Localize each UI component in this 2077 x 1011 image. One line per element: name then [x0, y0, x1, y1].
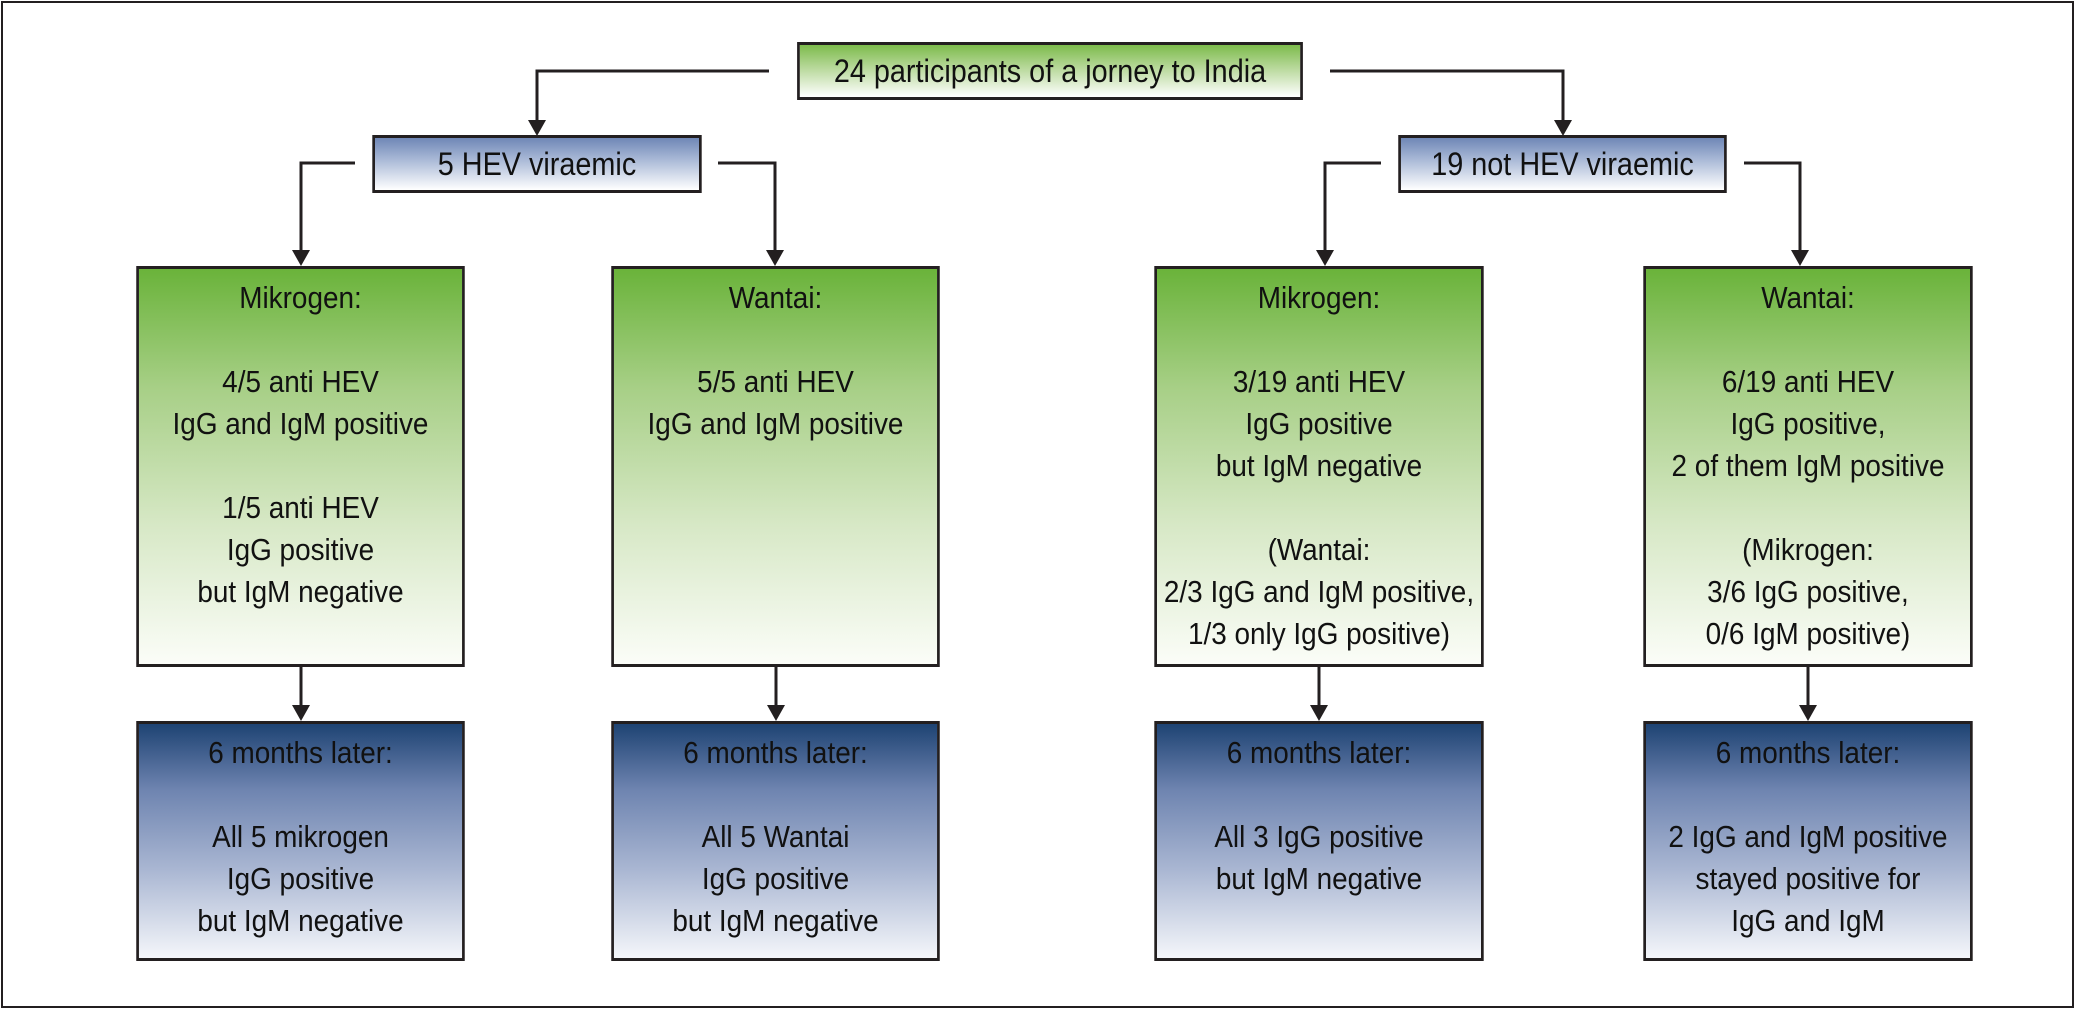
box-text-gap: [614, 319, 937, 361]
group-label: 5 HEV viraemic: [437, 146, 637, 182]
box-text-line: 2/3 IgG and IgM positive,: [1163, 574, 1475, 609]
box-text-line: IgG positive: [701, 861, 850, 896]
box-text-line: 6 months later:: [1715, 735, 1901, 770]
box-text-line: All 5 mikrogen: [212, 819, 389, 854]
box-text-gap: [1157, 774, 1481, 816]
box-text-line: 6 months later:: [683, 735, 868, 770]
box-text-line: Mikrogen:: [239, 280, 362, 315]
followup-box-not-viraemic-mikrogen: 6 months later: All 3 IgG positive but I…: [1154, 721, 1484, 961]
followup-box-viraemic-wantai: 6 months later: All 5 Wantai IgG positiv…: [611, 721, 940, 961]
box-text-gap: [1157, 319, 1481, 361]
box-text-line: IgG and IgM positive: [647, 406, 904, 441]
root-label: 24 participants of a jorney to India: [833, 53, 1267, 89]
connector-viraemic-to-mikrogen: [299, 161, 355, 254]
box-text-line: but IgM negative: [1215, 861, 1423, 896]
arrowhead-viraemic-mikrogen: [292, 250, 310, 266]
connector-not-viraemic-to-wantai: [1744, 161, 1802, 254]
arrowhead-not-viraemic-mikrogen: [1316, 250, 1334, 266]
arrowhead-followup-3: [1310, 705, 1328, 721]
followup-box-viraemic-mikrogen: 6 months later: All 5 mikrogen IgG posit…: [136, 721, 465, 961]
box-text-line: 1/5 anti HEV: [222, 490, 379, 525]
followup-box-not-viraemic-wantai: 6 months later: 2 IgG and IgM positive s…: [1643, 721, 1973, 961]
box-text-line: IgG positive: [226, 861, 375, 896]
box-text-line: 5/5 anti HEV: [697, 364, 854, 399]
box-text-gap: [1646, 774, 1970, 816]
test-box-not-viraemic-mikrogen: Mikrogen: 3/19 anti HEV IgG positive but…: [1154, 266, 1484, 667]
box-text-line: but IgM negative: [197, 574, 404, 609]
box-text-gap: [1646, 487, 1970, 529]
arrowhead-not-viraemic: [1554, 120, 1572, 136]
box-text-line: 3/19 anti HEV: [1232, 364, 1406, 399]
connector-viraemic-to-wantai: [718, 161, 777, 254]
box-text-line: 2 of them IgM positive: [1671, 448, 1945, 483]
connector-not-viraemic-to-mikrogen: [1323, 161, 1381, 254]
box-text-gap: [139, 445, 462, 487]
box-text-line: Mikrogen:: [1257, 280, 1381, 315]
box-text-line: IgG and IgM positive: [172, 406, 429, 441]
test-box-viraemic-mikrogen: Mikrogen: 4/5 anti HEV IgG and IgM posit…: [136, 266, 465, 667]
box-text-line: 4/5 anti HEV: [222, 364, 379, 399]
arrowhead-not-viraemic-wantai: [1791, 250, 1809, 266]
box-text-line: IgG positive,: [1730, 406, 1886, 441]
box-text-line: (Wantai:: [1267, 532, 1371, 567]
test-box-viraemic-wantai: Wantai: 5/5 anti HEV IgG and IgM positiv…: [611, 266, 940, 667]
box-text-line: Wantai:: [1761, 280, 1855, 315]
box-text-line: but IgM negative: [672, 903, 879, 938]
box-text-line: IgG positive: [1245, 406, 1393, 441]
group-box-not-viraemic: 19 not HEV viraemic: [1398, 135, 1727, 193]
box-text-line: 6 months later:: [1226, 735, 1412, 770]
box-text-line: Wantai:: [728, 280, 823, 315]
box-text-gap: [1157, 487, 1481, 529]
box-text-line: IgG and IgM: [1731, 903, 1885, 938]
box-text-line: IgG positive: [226, 532, 375, 567]
box-text-line: (Mikrogen:: [1742, 532, 1874, 567]
box-text-line: All 3 IgG positive: [1214, 819, 1424, 854]
box-text-line: 3/6 IgG positive,: [1707, 574, 1909, 609]
box-text-line: 1/3 only IgG positive): [1187, 616, 1451, 651]
root-box: 24 participants of a jorney to India: [797, 42, 1303, 100]
box-text-gap: [139, 319, 462, 361]
box-text-gap: [614, 774, 937, 816]
arrowhead-followup-1: [292, 705, 310, 721]
box-text-line: but IgM negative: [1215, 448, 1423, 483]
box-text-line: 6 months later:: [208, 735, 393, 770]
box-text-gap: [1646, 319, 1970, 361]
arrowhead-followup-2: [767, 705, 785, 721]
box-text-line: 6/19 anti HEV: [1721, 364, 1895, 399]
box-text-line: stayed positive for: [1695, 861, 1921, 896]
box-text-line: but IgM negative: [197, 903, 404, 938]
box-text-line: All 5 Wantai: [701, 819, 850, 854]
box-text-line: 0/6 IgM positive): [1705, 616, 1911, 651]
arrowhead-viraemic-wantai: [766, 250, 784, 266]
group-box-viraemic: 5 HEV viraemic: [372, 135, 702, 193]
connector-root-to-not-viraemic: [1330, 69, 1565, 124]
arrowhead-viraemic: [528, 120, 546, 136]
box-text-gap: [139, 774, 462, 816]
box-text-line: 2 IgG and IgM positive: [1668, 819, 1948, 854]
test-box-not-viraemic-wantai: Wantai: 6/19 anti HEV IgG positive, 2 of…: [1643, 266, 1973, 667]
connector-root-to-viraemic: [535, 69, 769, 124]
group-label: 19 not HEV viraemic: [1431, 146, 1694, 182]
arrowhead-followup-4: [1799, 705, 1817, 721]
